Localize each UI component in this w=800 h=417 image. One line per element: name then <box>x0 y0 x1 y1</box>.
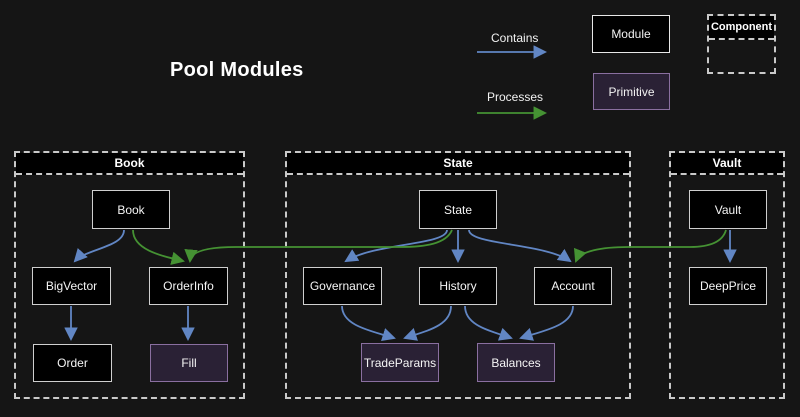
legend-processes-label: Processes <box>487 90 544 104</box>
legend-module-label: Module <box>611 27 651 41</box>
container-vault-header: Vault <box>671 153 783 175</box>
node-bigvector: BigVector <box>32 267 111 305</box>
legend-component-box: Component <box>707 14 776 74</box>
container-vault: Vault <box>669 151 785 399</box>
legend-module-box: Module <box>592 15 670 53</box>
node-orderinfo: OrderInfo <box>149 267 228 305</box>
node-history: History <box>419 267 497 305</box>
node-state: State <box>419 190 497 229</box>
container-book-header: Book <box>16 153 243 175</box>
node-balances: Balances <box>477 343 555 382</box>
legend-primitive-label: Primitive <box>608 84 655 99</box>
legend-component-label: Component <box>709 16 774 40</box>
legend-contains-label: Contains <box>491 31 539 45</box>
node-book: Book <box>92 190 170 229</box>
node-tradeparams: TradeParams <box>361 343 439 382</box>
container-book: Book <box>14 151 245 399</box>
node-fill: Fill <box>150 344 228 382</box>
page-title: Pool Modules <box>170 59 304 81</box>
container-state-header: State <box>287 153 629 175</box>
node-account: Account <box>534 267 612 305</box>
node-order: Order <box>33 344 112 382</box>
container-state: State <box>285 151 631 399</box>
node-deepprice: DeepPrice <box>689 267 767 305</box>
legend-primitive-box: Primitive <box>593 73 670 110</box>
node-governance: Governance <box>303 267 382 305</box>
node-vault: Vault <box>689 190 767 229</box>
